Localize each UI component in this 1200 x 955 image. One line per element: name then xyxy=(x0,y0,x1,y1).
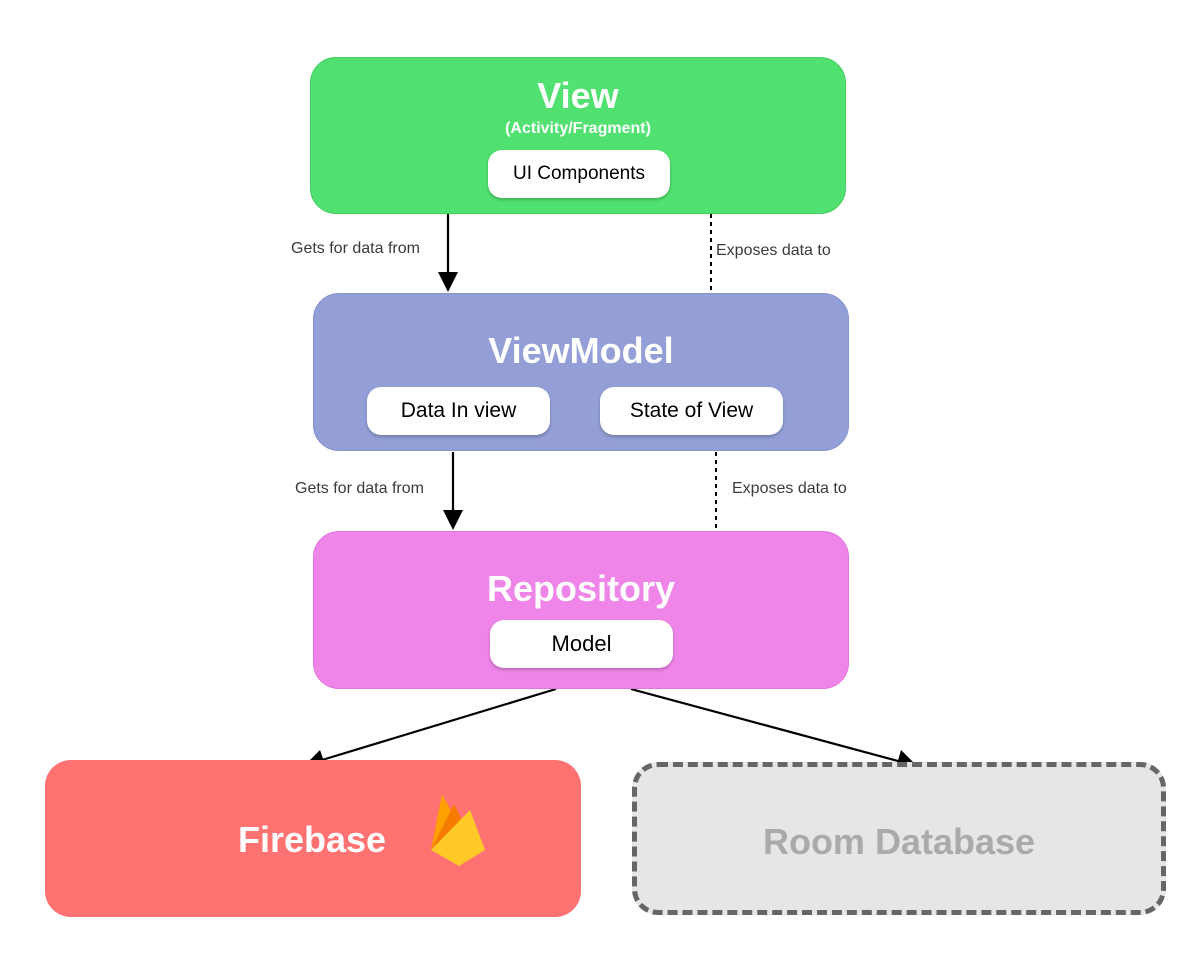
view-subtitle: (Activity/Fragment) xyxy=(505,120,651,137)
edge-label-view-gets-data: Gets for data from xyxy=(291,240,420,257)
room-database-node: Room Database xyxy=(632,762,1166,915)
view-title: View xyxy=(537,75,619,116)
ui-components-pill: UI Components xyxy=(488,150,670,198)
firebase-node: Firebase xyxy=(45,760,581,917)
view-node: View (Activity/Fragment) UI Components xyxy=(310,57,846,214)
edge-repository-to-firebase xyxy=(304,687,557,770)
repository-node: Repository Model xyxy=(313,531,849,689)
viewmodel-node: ViewModel Data In view State of View xyxy=(313,293,849,451)
edge-label-repository-exposes: Exposes data to xyxy=(732,480,847,497)
data-in-view-pill: Data In view xyxy=(367,387,550,435)
edge-viewmodel-to-repository xyxy=(443,452,463,530)
state-of-view-pill: State of View xyxy=(600,387,783,435)
firebase-flame-icon xyxy=(431,794,485,866)
edge-repository-to-room xyxy=(630,687,917,771)
viewmodel-title: ViewModel xyxy=(488,330,674,371)
firebase-title: Firebase xyxy=(238,819,387,860)
model-pill: Model xyxy=(490,620,673,668)
edge-label-viewmodel-exposes: Exposes data to xyxy=(716,242,831,259)
edge-view-to-viewmodel xyxy=(438,214,458,292)
repository-title: Repository xyxy=(486,568,676,609)
edge-label-viewmodel-gets-data: Gets for data from xyxy=(295,480,424,497)
room-database-title: Room Database xyxy=(762,821,1036,862)
